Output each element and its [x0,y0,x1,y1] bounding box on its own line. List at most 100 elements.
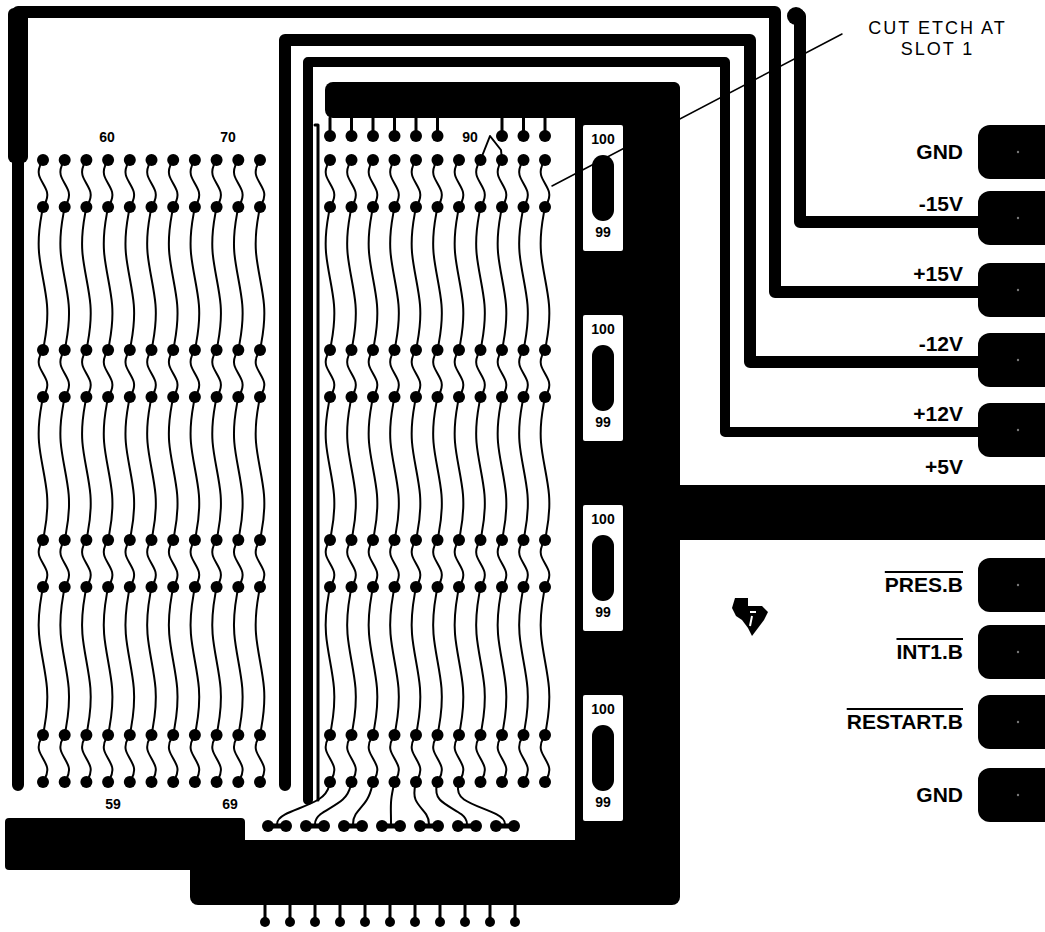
connector-pin [539,581,551,593]
connector-pin [146,201,158,213]
finger-trace [234,350,243,397]
connector-pin [102,154,114,166]
finger-trace [519,587,528,735]
pad-hole [1017,289,1019,291]
connector-pin [453,729,465,741]
connector-pin [232,201,244,213]
connector-pin [389,201,401,213]
signal-name: INT1.B [896,640,963,664]
connector-pin [102,581,114,593]
connector-pin [211,154,223,166]
edge-pad [978,191,1045,245]
finger-trace [412,207,421,350]
finger-trace [104,587,113,735]
connector-pin [189,344,201,356]
finger-trace [169,587,178,735]
connector-pin [432,130,444,142]
connector-pin [167,344,179,356]
connector-pin [146,344,158,356]
finger-trace [541,397,550,540]
connector-pin [37,154,49,166]
slot-window [583,505,623,631]
finger-trace [212,540,221,587]
pad-hole [1017,151,1019,153]
finger-trace [436,782,467,826]
connector-pin [453,201,465,213]
pin-stub [314,905,317,918]
finger-trace [315,782,352,826]
finger-trace [256,540,265,587]
connector-pin [432,534,444,546]
connector-pin [367,534,379,546]
pad-hole [1017,217,1019,219]
connector-pin [254,534,266,546]
connector-pin [432,581,444,593]
connector-pin [410,729,422,741]
finger-trace [498,587,507,735]
finger-trace [191,160,200,207]
pin-stub [289,905,292,918]
pin-stub [364,905,367,918]
finger-trace [433,397,442,540]
connector-pin [410,581,422,593]
connector-pin [80,154,92,166]
connector-pin [59,391,71,403]
finger-trace [82,207,91,350]
jumper-pad [280,820,292,832]
finger-trace [234,735,243,782]
finger-trace [455,350,464,397]
connector-pin [211,201,223,213]
connector-pin [518,154,530,166]
finger-trace [519,397,528,540]
jumper-pad [318,820,330,832]
connector-pin [453,154,465,166]
finger-trace [369,587,378,735]
connector-pin [102,344,114,356]
connector-pin [496,344,508,356]
finger-trace [82,540,91,587]
connector-pin [189,581,201,593]
connector-pin [453,391,465,403]
finger-trace [476,587,485,735]
finger-trace [347,160,356,207]
connector-pin [189,154,201,166]
connector-pin [539,776,551,788]
connector-pin [496,130,508,142]
connector-pin [539,729,551,741]
finger-trace [541,540,550,587]
finger-trace [212,587,221,735]
finger-trace [541,160,550,207]
finger-trace [60,207,69,350]
finger-trace [60,540,69,587]
connector-pin [59,201,71,213]
finger-trace [433,160,442,207]
finger-trace [256,160,265,207]
finger-trace [125,540,134,587]
connector-pin [124,154,136,166]
connector-pin [389,344,401,356]
connector-pin [80,201,92,213]
connector-pin [37,581,49,593]
finger-trace [104,735,113,782]
connector-pin [410,391,422,403]
finger-trace [256,397,265,540]
connector-pin [432,391,444,403]
jumper-pad [508,820,520,832]
connector-pin [37,391,49,403]
connector-pin [211,534,223,546]
connector-pin [539,201,551,213]
finger-trace [541,735,550,782]
edge-pad [978,768,1045,822]
finger-trace [390,587,399,735]
pin-number: 99 [595,414,611,430]
finger-trace [169,160,178,207]
connector-pin [432,201,444,213]
connector-pin [475,391,487,403]
jog-trace [481,136,503,160]
finger-trace [369,207,378,350]
connector-pin [518,391,530,403]
pad-hole [1017,721,1019,723]
finger-trace [326,350,335,397]
pin-stub [389,905,392,918]
finger-trace [191,735,200,782]
